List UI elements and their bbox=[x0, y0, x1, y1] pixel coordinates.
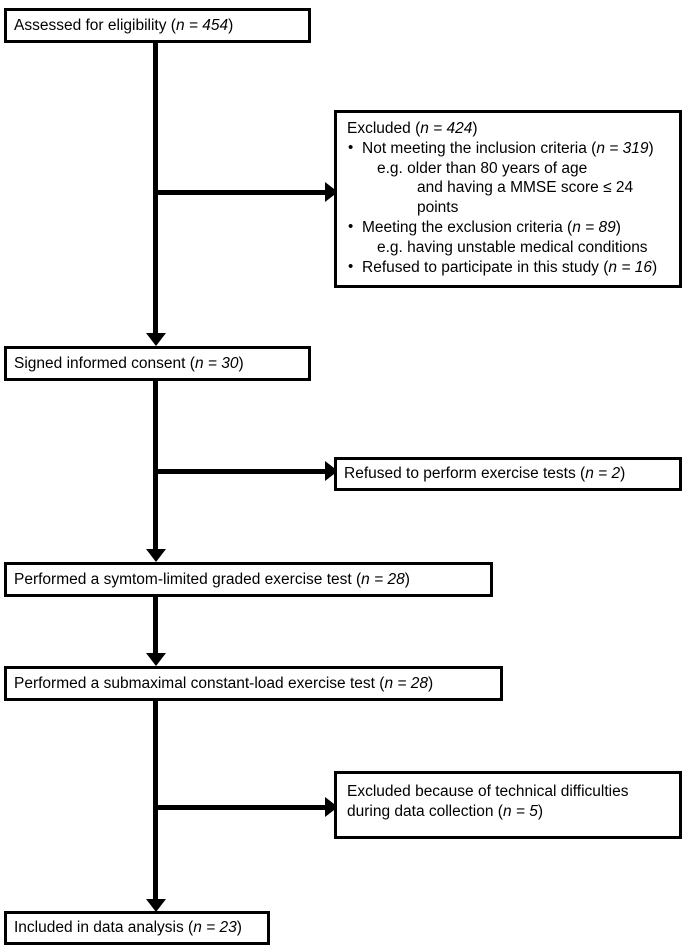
technical-exclusion-line-1: Excluded because of technical difficulti… bbox=[347, 783, 629, 800]
node-graded-test-text: Performed a symtom-limited graded exerci… bbox=[14, 570, 410, 588]
connector-to-technical-exclusion bbox=[153, 805, 331, 810]
exclusion-reason-list: Not meeting the inclusion criteria (n = … bbox=[347, 138, 671, 278]
node-included-in-analysis: Included in data analysis (n = 23) bbox=[4, 911, 270, 945]
n-symbol: n bbox=[361, 570, 370, 588]
exclusion-reason-item: Meeting the exclusion criteria (n = 89) … bbox=[347, 217, 671, 258]
arrowhead-into-constant-load bbox=[146, 653, 166, 666]
exclusion-reason-item: Not meeting the inclusion criteria (n = … bbox=[347, 138, 671, 218]
n-symbol: n bbox=[194, 354, 204, 372]
node-refused-tests-text: Refused to perform exercise tests (n = 2… bbox=[344, 465, 626, 483]
connector-constant-load-to-included bbox=[153, 701, 158, 906]
n-symbol: n bbox=[175, 16, 185, 34]
node-consent-text: Signed informed consent (n = 30) bbox=[14, 354, 244, 372]
connector-graded-to-constant-load bbox=[153, 597, 158, 657]
node-refused-exercise-tests: Refused to perform exercise tests (n = 2… bbox=[334, 457, 682, 491]
connector-consent-to-graded-test bbox=[153, 381, 158, 556]
n-symbol: n bbox=[193, 919, 202, 937]
exclusion-reason-detail: e.g. having unstable medical conditions bbox=[377, 238, 648, 256]
n-symbol: n bbox=[572, 219, 581, 237]
node-excluded: Excluded (n = 424) Not meeting the inclu… bbox=[334, 110, 682, 288]
node-constant-load-text: Performed a submaximal constant-load exe… bbox=[14, 674, 434, 692]
n-symbol: n bbox=[384, 674, 394, 692]
exclusion-reason-detail: e.g. older than 80 years of age bbox=[377, 159, 588, 177]
technical-exclusion-line-2: during data collection (n = 5) bbox=[347, 802, 544, 820]
arrowhead-into-consent bbox=[146, 333, 166, 346]
node-graded-exercise-test: Performed a symtom-limited graded exerci… bbox=[4, 562, 493, 597]
node-signed-informed-consent: Signed informed consent (n = 30) bbox=[4, 346, 311, 381]
connector-to-excluded bbox=[153, 190, 331, 195]
n-symbol: n bbox=[608, 258, 618, 276]
exclusion-reason-detail: and having a MMSE score ≤ 24 points bbox=[417, 179, 634, 217]
node-assessed-for-eligibility: Assessed for eligibility (n = 454) bbox=[4, 8, 311, 43]
arrowhead-into-graded-test bbox=[146, 549, 166, 562]
arrowhead-into-included bbox=[146, 899, 166, 912]
node-included-text: Included in data analysis (n = 23) bbox=[14, 919, 242, 937]
n-symbol: n bbox=[585, 465, 594, 483]
node-technical-exclusion: Excluded because of technical difficulti… bbox=[334, 771, 682, 839]
node-constant-load-exercise-test: Performed a submaximal constant-load exe… bbox=[4, 666, 503, 701]
n-symbol: n bbox=[596, 139, 605, 157]
n-symbol: n bbox=[420, 120, 429, 137]
node-assessed-text: Assessed for eligibility (n = 454) bbox=[14, 16, 234, 34]
exclusion-reason-item: Refused to participate in this study (n … bbox=[347, 257, 671, 278]
connector-to-refused-tests bbox=[153, 469, 331, 474]
excluded-heading: Excluded (n = 424) bbox=[347, 120, 478, 137]
n-symbol: n bbox=[502, 802, 512, 820]
